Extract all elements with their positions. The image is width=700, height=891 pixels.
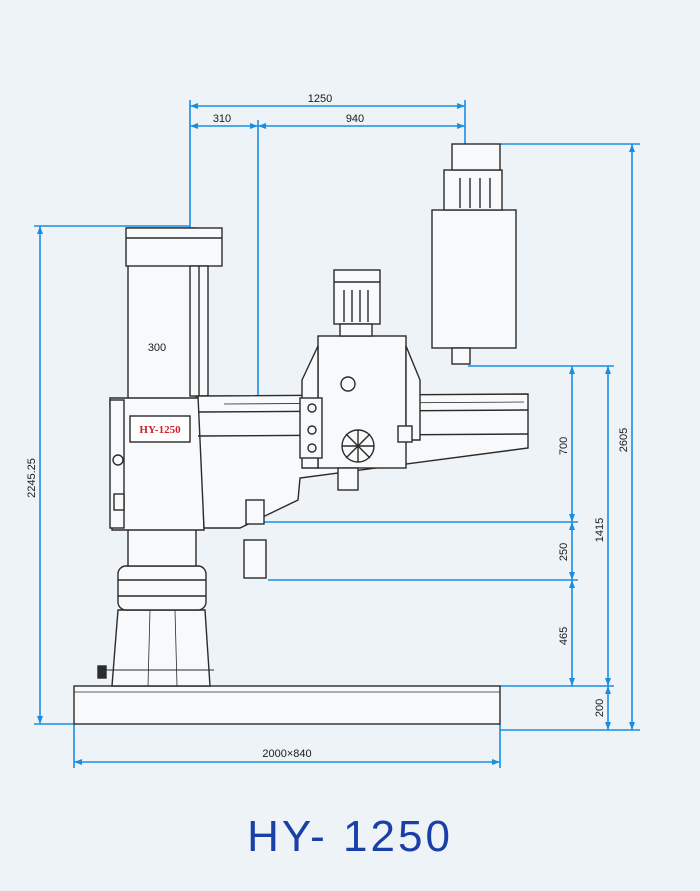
- dimension-labels: 1250 310 940 300 2245.25 700 250 465 141…: [26, 93, 630, 760]
- dim-arm-total: 1250: [308, 93, 332, 105]
- dim-base-size: 2000×840: [262, 748, 311, 760]
- dim-spindle-travel: 700: [558, 437, 570, 455]
- model-plate: [129, 415, 191, 443]
- model-plate-label: HY-1250: [139, 424, 181, 436]
- dim-base-thickness: 200: [594, 699, 606, 717]
- spindle-lower: [243, 539, 267, 579]
- model-title: HY- 1250: [247, 812, 453, 861]
- dim-column-width: 300: [148, 342, 166, 354]
- dim-overall-height: 2245.25: [26, 458, 38, 498]
- pedestal: [111, 609, 211, 687]
- spindle-upper: [245, 499, 265, 525]
- dim-column-offset: 310: [213, 113, 231, 125]
- machine-outline: [73, 143, 529, 725]
- column-collar: [117, 565, 207, 611]
- dim-lower-travel: 250: [558, 543, 570, 561]
- dim-arm-reach: 940: [346, 113, 364, 125]
- dim-max-height: 2605: [618, 428, 630, 452]
- dim-spindle-base-height: 1415: [594, 518, 606, 542]
- dim-base-clearance: 465: [558, 627, 570, 645]
- raised-head: [431, 209, 517, 349]
- head-motor: [333, 269, 381, 325]
